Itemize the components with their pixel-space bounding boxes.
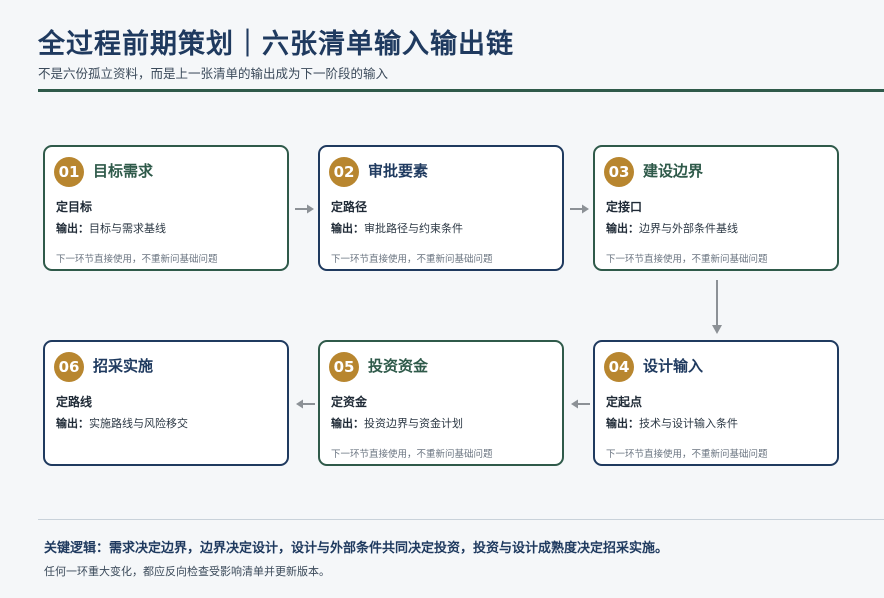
step-card-05: 05 投资资金 定资金 输出：投资边界与资金计划 下一环节直接使用，不重新问基础… [318,340,564,466]
step-number-badge: 03 [604,157,634,187]
step-label: 定资金 [331,395,368,409]
step-label: 定起点 [606,395,643,409]
output-text: 边界与外部条件基线 [639,222,738,235]
step-label: 定路线 [56,395,93,409]
step-output: 输出：边界与外部条件基线 [606,220,738,236]
step-number-badge: 02 [329,157,359,187]
output-text: 目标与需求基线 [89,222,166,235]
step-number-badge: 05 [329,352,359,382]
step-card-03: 03 建设边界 定接口 输出：边界与外部条件基线 下一环节直接使用，不重新问基础… [593,145,839,271]
step-note: 下一环节直接使用，不重新问基础问题 [606,449,768,460]
step-output: 输出：投资边界与资金计划 [331,415,463,431]
output-prefix: 输出： [331,222,364,235]
step-card-01: 01 目标需求 定目标 输出：目标与需求基线 下一环节直接使用，不重新问基础问题 [43,145,289,271]
output-text: 实施路线与风险移交 [89,417,188,430]
step-output: 输出：目标与需求基线 [56,220,166,236]
step-output: 输出：审批路径与约束条件 [331,220,463,236]
step-title: 审批要素 [368,162,429,180]
output-prefix: 输出： [56,222,89,235]
arrow-left-icon [571,399,590,409]
output-text: 技术与设计输入条件 [639,417,738,430]
step-number-badge: 06 [54,352,84,382]
step-output: 输出：实施路线与风险移交 [56,415,188,431]
step-number-badge: 04 [604,352,634,382]
step-card-06: 06 招采实施 定路线 输出：实施路线与风险移交 [43,340,289,466]
step-card-04: 04 设计输入 定起点 输出：技术与设计输入条件 下一环节直接使用，不重新问基础… [593,340,839,466]
footer-divider [38,519,884,520]
step-title: 目标需求 [93,162,154,180]
output-prefix: 输出： [606,222,639,235]
step-title: 招采实施 [93,357,154,375]
step-label: 定接口 [606,200,643,214]
step-number-badge: 01 [54,157,84,187]
step-output: 输出：技术与设计输入条件 [606,415,738,431]
step-note: 下一环节直接使用，不重新问基础问题 [331,449,493,460]
page-title: 全过程前期策划｜六张清单输入输出链 [38,29,514,60]
output-prefix: 输出： [606,417,639,430]
step-title: 建设边界 [643,162,704,180]
step-title: 投资资金 [368,357,429,375]
output-prefix: 输出： [331,417,364,430]
step-label: 定目标 [56,200,93,214]
output-text: 审批路径与约束条件 [364,222,463,235]
step-title: 设计输入 [643,357,704,375]
step-note: 下一环节直接使用，不重新问基础问题 [606,254,768,265]
arrow-down-icon [712,280,722,334]
step-card-02: 02 审批要素 定路径 输出：审批路径与约束条件 下一环节直接使用，不重新问基础… [318,145,564,271]
arrow-right-icon [570,204,589,214]
title-divider [38,89,884,92]
footer-note: 任何一环重大变化，都应反向检查受影响清单并更新版本。 [44,565,330,578]
arrow-right-icon [295,204,314,214]
arrow-left-icon [296,399,315,409]
step-label: 定路径 [331,200,368,214]
step-note: 下一环节直接使用，不重新问基础问题 [331,254,493,265]
step-note: 下一环节直接使用，不重新问基础问题 [56,254,218,265]
page-subtitle: 不是六份孤立资料，而是上一张清单的输出成为下一阶段的输入 [38,66,389,81]
output-prefix: 输出： [56,417,89,430]
output-text: 投资边界与资金计划 [364,417,463,430]
key-logic-text: 关键逻辑：需求决定边界，边界决定设计，设计与外部条件共同决定投资，投资与设计成熟… [44,541,669,556]
